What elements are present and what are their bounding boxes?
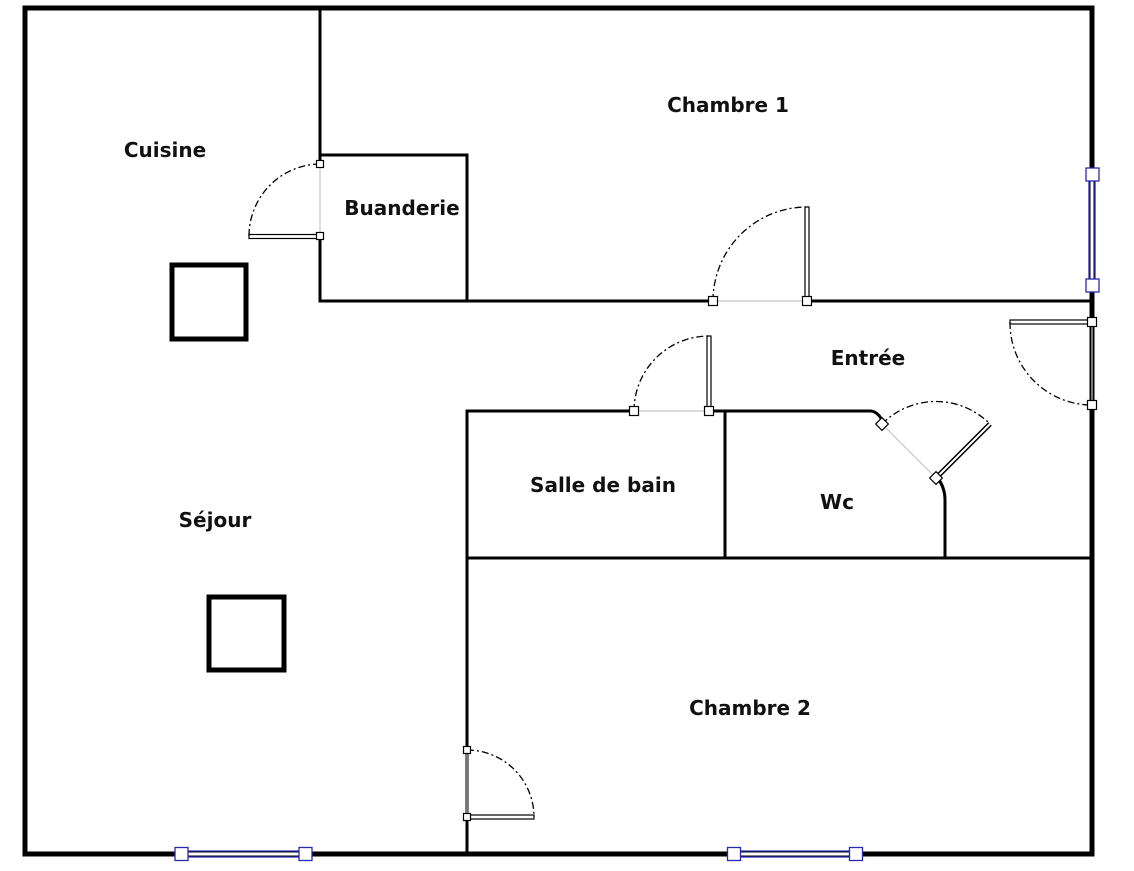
room-label-buanderie: Buanderie: [344, 196, 459, 220]
window-bedroom1-east: [1085, 167, 1100, 293]
window-living-south: [174, 846, 313, 862]
room-label-cuisine: Cuisine: [124, 138, 206, 162]
room-label-entree: Entrée: [831, 346, 905, 370]
wall-wc-east: [933, 473, 947, 560]
interior-walls: [318, 8, 1094, 856]
room-label-wc: Wc: [820, 490, 854, 514]
room-label-chambre2: Chambre 2: [689, 696, 811, 720]
pillar-kitchen: [169, 262, 249, 342]
door-bedroom2[interactable]: [462, 745, 535, 822]
room-label-chambre1: Chambre 1: [667, 93, 789, 117]
door-wc[interactable]: [874, 400, 992, 486]
door-laundry[interactable]: [248, 159, 325, 241]
exterior-walls: [22, 5, 1095, 857]
pillar-living: [206, 594, 287, 673]
window-bedroom2-south: [726, 846, 864, 862]
room-label-salle-de-bain: Salle de bain: [530, 473, 676, 497]
wall-wc-north: [707, 409, 885, 423]
door-entrance[interactable]: [1009, 316, 1098, 411]
room-label-sejour: Séjour: [179, 508, 252, 532]
door-bathroom[interactable]: [628, 335, 715, 417]
door-bedroom1[interactable]: [707, 206, 813, 307]
